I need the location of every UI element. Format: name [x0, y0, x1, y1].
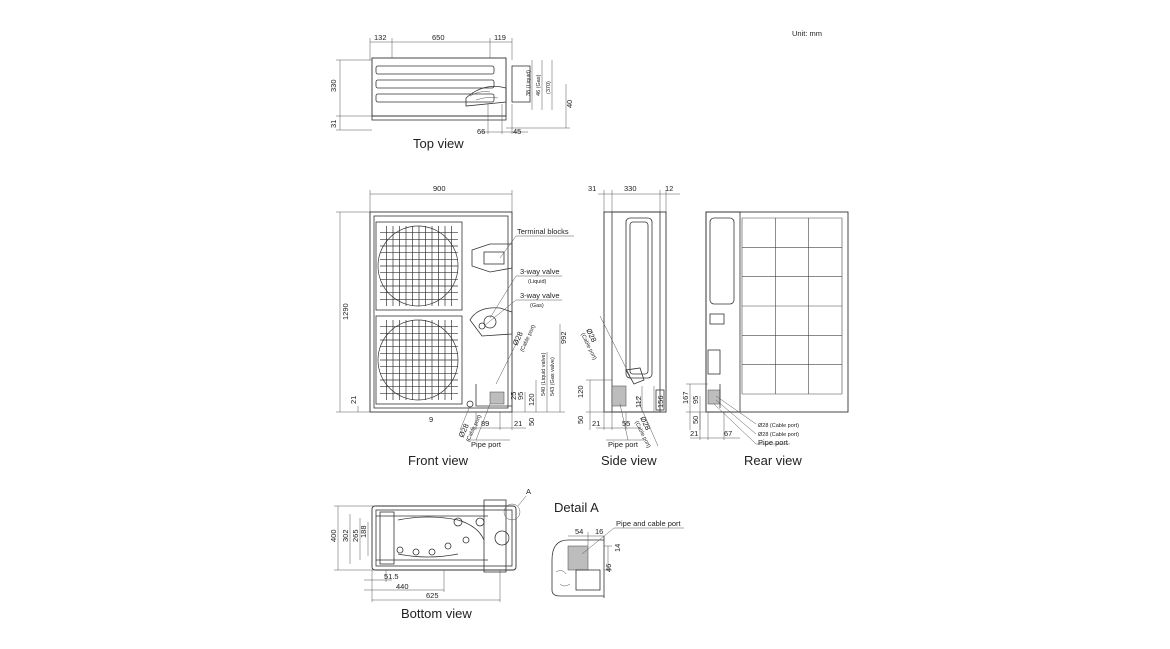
top-dim-38: 38 (Liquid) [526, 70, 532, 96]
detail-dim-54: 54 [575, 527, 583, 536]
front-dim-50: 50 [527, 418, 536, 426]
bottom-dim-625: 625 [426, 591, 439, 600]
detail-a-title: Detail A [554, 500, 599, 515]
side-dim-156: 156 [656, 395, 665, 408]
pipe-cable-port-label: Pipe and cable port [616, 519, 682, 528]
bottom-dim-51-5: 51.5 [384, 572, 399, 581]
front-dim-1290: 1290 [341, 303, 350, 320]
front-dim-21: 21 [349, 396, 358, 404]
detail-ref-label: A [526, 487, 531, 496]
top-view: 132 650 119 330 31 38 (Liquid) 46 (Gas) … [329, 33, 574, 151]
front-dim-9: 9 [429, 415, 433, 424]
top-dim-31: 31 [329, 120, 338, 128]
side-dim-12: 12 [665, 184, 673, 193]
front-dim-120: 120 [527, 393, 536, 406]
side-dim-21: 21 [592, 419, 600, 428]
side-dim-31: 31 [588, 184, 596, 193]
side-pipe-port-label: Pipe port [608, 440, 639, 449]
side-dim-330: 330 [624, 184, 637, 193]
top-view-title: Top view [413, 136, 464, 151]
front-dim-543: 543 (Gas valve) [550, 357, 556, 396]
top-dim-46: 46 (Gas) [536, 74, 542, 96]
unit-label: Unit: mm [792, 29, 822, 38]
side-dim-120: 120 [576, 385, 585, 398]
top-dim-650: 650 [432, 33, 445, 42]
valve-liquid-label: 3-way valve [520, 267, 560, 276]
rear-dim-67: 67 [724, 429, 732, 438]
side-dim-55: 55 [622, 419, 630, 428]
rear-dim-50: 50 [691, 416, 700, 424]
top-dim-66: 66 [477, 127, 485, 136]
front-dim-95: 95 [516, 392, 525, 400]
top-dim-45: 45 [513, 127, 521, 136]
rear-dim-21: 21 [690, 429, 698, 438]
rear-cable-port-1: Ø28 (Cable port) [758, 423, 799, 429]
top-dim-370: (370) [546, 81, 552, 94]
front-pipe-port-label: Pipe port [471, 440, 502, 449]
rear-cable-port-2: Ø28 (Cable port) [758, 432, 799, 438]
bottom-view-title: Bottom view [401, 606, 472, 621]
side-view: 31 330 12 120 50 21 55 112 156 Ø28 (Cabl… [576, 184, 680, 468]
top-dim-132: 132 [374, 33, 387, 42]
rear-dim-167: 167 [681, 391, 690, 404]
top-dim-119: 119 [494, 33, 506, 42]
front-view-title: Front view [408, 453, 469, 468]
front-dim-900: 900 [433, 184, 446, 193]
bottom-dim-188: 188 [359, 525, 368, 538]
front-dim-21b: 21 [514, 419, 522, 428]
detail-a: Detail A 54 16 14 46 Pipe and cable port [551, 500, 684, 598]
front-view: 900 1290 21 [336, 184, 574, 468]
top-dim-40: 40 [565, 100, 574, 108]
valve-gas-label: 3-way valve [520, 291, 560, 300]
detail-dim-46: 46 [604, 564, 613, 572]
bottom-view: A 400 302 265 188 51.5 440 625 Bottom vi… [329, 487, 531, 621]
rear-view: 167 95 50 21 67 Ø28 (Cable port) Ø28 (Ca… [681, 211, 849, 468]
front-dim-540: 540 (Liquid valve) [541, 352, 547, 396]
side-dim-50: 50 [576, 416, 585, 424]
top-dim-330: 330 [329, 79, 338, 92]
rear-pipe-port-label: Pipe port [758, 438, 789, 447]
side-view-title: Side view [601, 453, 657, 468]
bottom-dim-302: 302 [341, 529, 350, 542]
valve-liquid-sub: (Liquid) [528, 279, 547, 285]
detail-dim-14: 14 [613, 544, 622, 552]
detail-dim-16: 16 [595, 527, 603, 536]
front-dim-992: 992 [559, 331, 568, 344]
valve-gas-sub: (Gas) [530, 303, 544, 309]
rear-dim-95: 95 [691, 396, 700, 404]
terminal-blocks-label: Terminal blocks [517, 227, 569, 236]
bottom-dim-400: 400 [329, 529, 338, 542]
bottom-dim-440: 440 [396, 582, 409, 591]
rear-view-title: Rear view [744, 453, 802, 468]
bottom-dim-265: 265 [351, 529, 360, 542]
front-dim-25: 25 [509, 392, 518, 400]
front-dim-89: 89 [481, 419, 489, 428]
